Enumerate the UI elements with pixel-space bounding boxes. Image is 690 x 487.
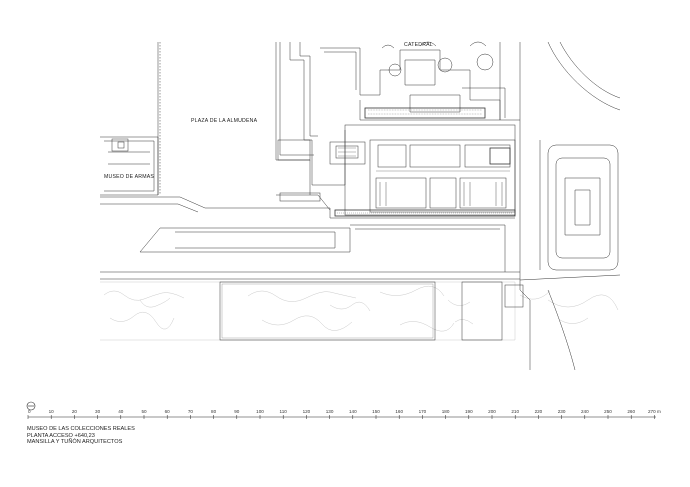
museo-armas-building xyxy=(100,136,159,196)
scale-tick-label: 10 xyxy=(49,409,55,414)
scale-tick-label: 120 xyxy=(303,409,311,414)
scale-tick-label: 20 xyxy=(72,409,78,414)
scale-tick-label: 220 xyxy=(535,409,543,414)
park-blocks xyxy=(219,281,524,341)
caption-level: PLANTA ACCESO +640,23 xyxy=(27,432,95,439)
label-plaza-almudena: PLAZA DE LA ALMUDENA xyxy=(191,118,258,124)
north-arrow-icon xyxy=(26,401,36,411)
bailen-street xyxy=(519,41,621,371)
scale-bar xyxy=(27,415,656,419)
scale-tick-label: 60 xyxy=(165,409,171,414)
scale-tick-label: 230 xyxy=(558,409,566,414)
scale-tick-label: 270 m xyxy=(648,409,661,414)
scale-tick-label: 200 xyxy=(488,409,496,414)
esplanade xyxy=(100,196,520,280)
scale-tick-label: 180 xyxy=(442,409,450,414)
park-area xyxy=(100,281,619,341)
scale-tick-label: 90 xyxy=(234,409,240,414)
scale-tick-label: 240 xyxy=(581,409,589,414)
scale-tick-label: 170 xyxy=(419,409,427,414)
label-catedral: CATEDRAL xyxy=(404,42,433,48)
scale-tick-label: 210 xyxy=(511,409,519,414)
scale-tick-label: 140 xyxy=(349,409,357,414)
scale-tick-label: 110 xyxy=(280,409,288,414)
scale-tick-label: 0 xyxy=(28,409,31,414)
caption-title: MUSEO DE LAS COLECCIONES REALES xyxy=(27,426,135,432)
scale-tick-label: 190 xyxy=(465,409,473,414)
scale-tick-label: 40 xyxy=(118,409,124,414)
scale-tick-label: 160 xyxy=(395,409,403,414)
scale-tick-label: 70 xyxy=(188,409,194,414)
scale-tick-label: 150 xyxy=(372,409,380,414)
catedral-building xyxy=(289,41,520,186)
scale-tick-label: 30 xyxy=(95,409,101,414)
scale-tick-label: 80 xyxy=(211,409,217,414)
scale-tick-labels: 0 10 20 30 40 50 60 70 80 90 100 110 120 130 140 150 160… xyxy=(28,409,661,414)
scale-tick-label: 50 xyxy=(141,409,147,414)
scale-tick-label: 250 xyxy=(604,409,612,414)
label-museo-armas: MUSEO DE ARMAS xyxy=(104,174,154,180)
scale-tick-label: 260 xyxy=(627,409,635,414)
museum-core xyxy=(329,124,516,217)
caption-architects: MANSILLA Y TUÑÓN ARQUITECTOS xyxy=(27,439,123,445)
scale-tick-label: 100 xyxy=(256,409,264,414)
scale-tick-label: 130 xyxy=(326,409,334,414)
